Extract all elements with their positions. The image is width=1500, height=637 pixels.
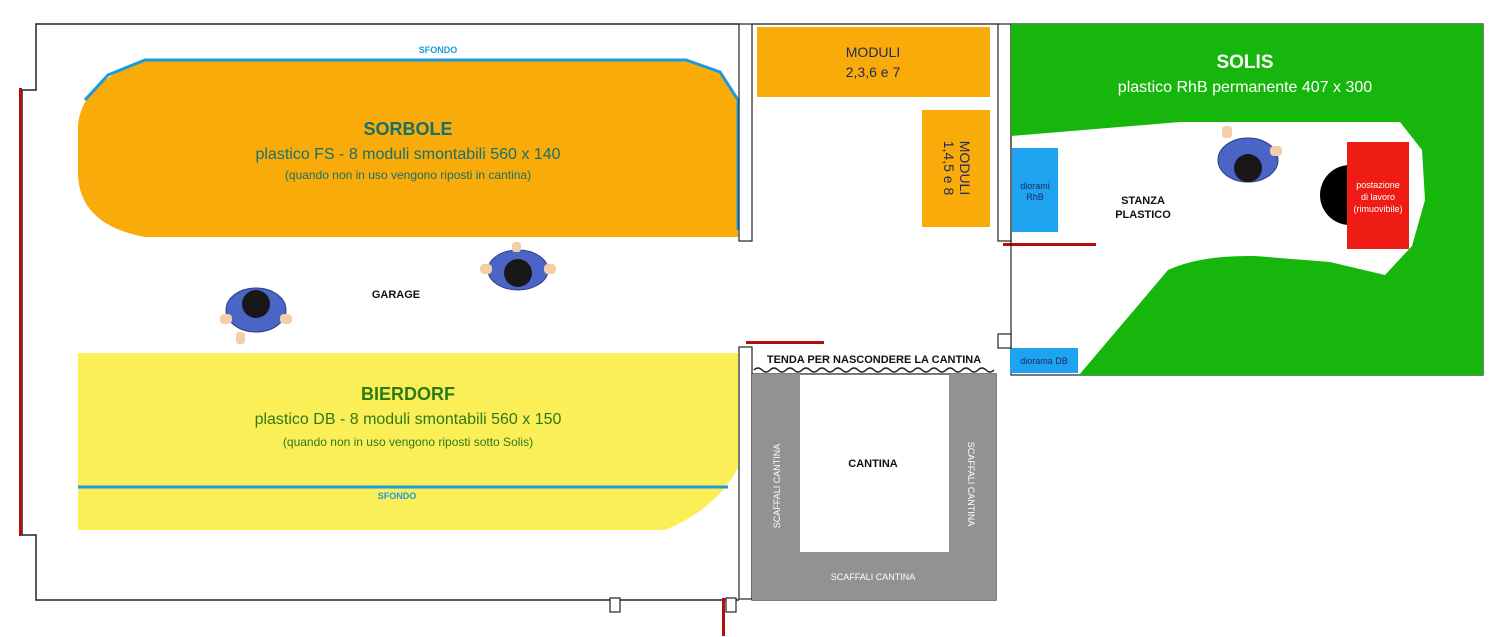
bierdorf-title: BIERDORF [361, 384, 455, 404]
stanza-label-line1: STANZA [1121, 195, 1165, 207]
bierdorf-sfondo-label: SFONDO [378, 491, 417, 501]
cantina-label: CANTINA [848, 458, 898, 470]
bierdorf-subtitle: plastico DB - 8 moduli smontabili 560 x … [255, 411, 562, 428]
diorama-db-label: diorama DB [1020, 356, 1068, 366]
sorbole-title: SORBOLE [363, 119, 452, 139]
person-icon [480, 242, 556, 291]
corridor-post-right-bottom [997, 333, 1012, 349]
solis-layout [1011, 24, 1483, 375]
postazione-line1: postazione [1356, 180, 1400, 190]
moduli-top-line2: 2,3,6 e 7 [846, 64, 901, 80]
scaffali-bottom-label: SCAFFALI CANTINA [831, 572, 916, 582]
diorama-db-block [1010, 348, 1078, 373]
garage-door-post [609, 597, 621, 613]
garage-label: GARAGE [372, 289, 420, 301]
postazione-line3: (rimuovibile) [1353, 204, 1402, 214]
stanza-label-line2: PLASTICO [1115, 209, 1171, 221]
door-red-stanza [1003, 243, 1096, 246]
sorbole-subtitle: plastico FS - 8 moduli smontabili 560 x … [255, 146, 560, 163]
postazione-block [1347, 142, 1409, 249]
person-icon [1217, 126, 1282, 183]
corridor-wall-right-top [997, 23, 1012, 242]
solis-title: SOLIS [1216, 52, 1273, 73]
corridor-wall-left-top [738, 23, 753, 242]
moduli-side-line1: MODULI [957, 141, 973, 195]
person-icon [220, 287, 292, 344]
sorbole-note: (quando non in uso vengono riposti in ca… [285, 168, 531, 182]
sorbole-sfondo-line [83, 58, 740, 230]
moduli-side-block [922, 110, 990, 227]
cantina-door-post [725, 597, 737, 613]
diorami-rhb-block [1012, 148, 1058, 232]
garage-door-red [19, 88, 22, 536]
sorbole-sfondo-label: SFONDO [419, 45, 458, 55]
moduli-top-line1: MODULI [846, 44, 900, 60]
diorami-rhb-line1: diorami [1020, 181, 1050, 191]
door-red-cantina [746, 341, 824, 344]
scaffali-right-label: SCAFFALI CANTINA [966, 442, 976, 527]
solis-subtitle: plastico RhB permanente 407 x 300 [1118, 79, 1372, 96]
sorbole-layout [78, 60, 738, 237]
tenda-label: TENDA PER NASCONDERE LA CANTINA [767, 354, 981, 366]
scaffali-left-label: SCAFFALI CANTINA [772, 444, 782, 529]
bierdorf-note: (quando non in uso vengono riposti sotto… [283, 435, 533, 449]
scaffali-bottom [752, 552, 996, 600]
moduli-side-line2: 1,4,5 e 8 [941, 141, 957, 196]
diorami-rhb-line2: RhB [1026, 192, 1044, 202]
moduli-top-block [757, 27, 990, 97]
corridor-wall-left-bottom [738, 346, 753, 600]
door-red-bottom [722, 598, 725, 636]
tenda-curtain [753, 367, 995, 373]
postazione-line2: di lavoro [1361, 192, 1395, 202]
